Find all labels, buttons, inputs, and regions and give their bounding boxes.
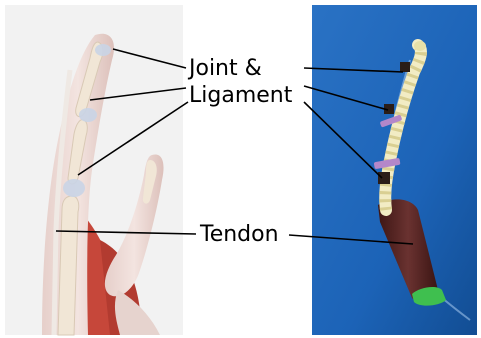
tendon-label: Tendon — [200, 222, 279, 248]
joint-ligament-label-line2: Ligament — [189, 83, 292, 109]
robotic-finger-photo — [312, 5, 477, 335]
joint-ligament-label-line1: Joint & — [189, 56, 262, 82]
anatomical-hand-model — [5, 5, 183, 335]
